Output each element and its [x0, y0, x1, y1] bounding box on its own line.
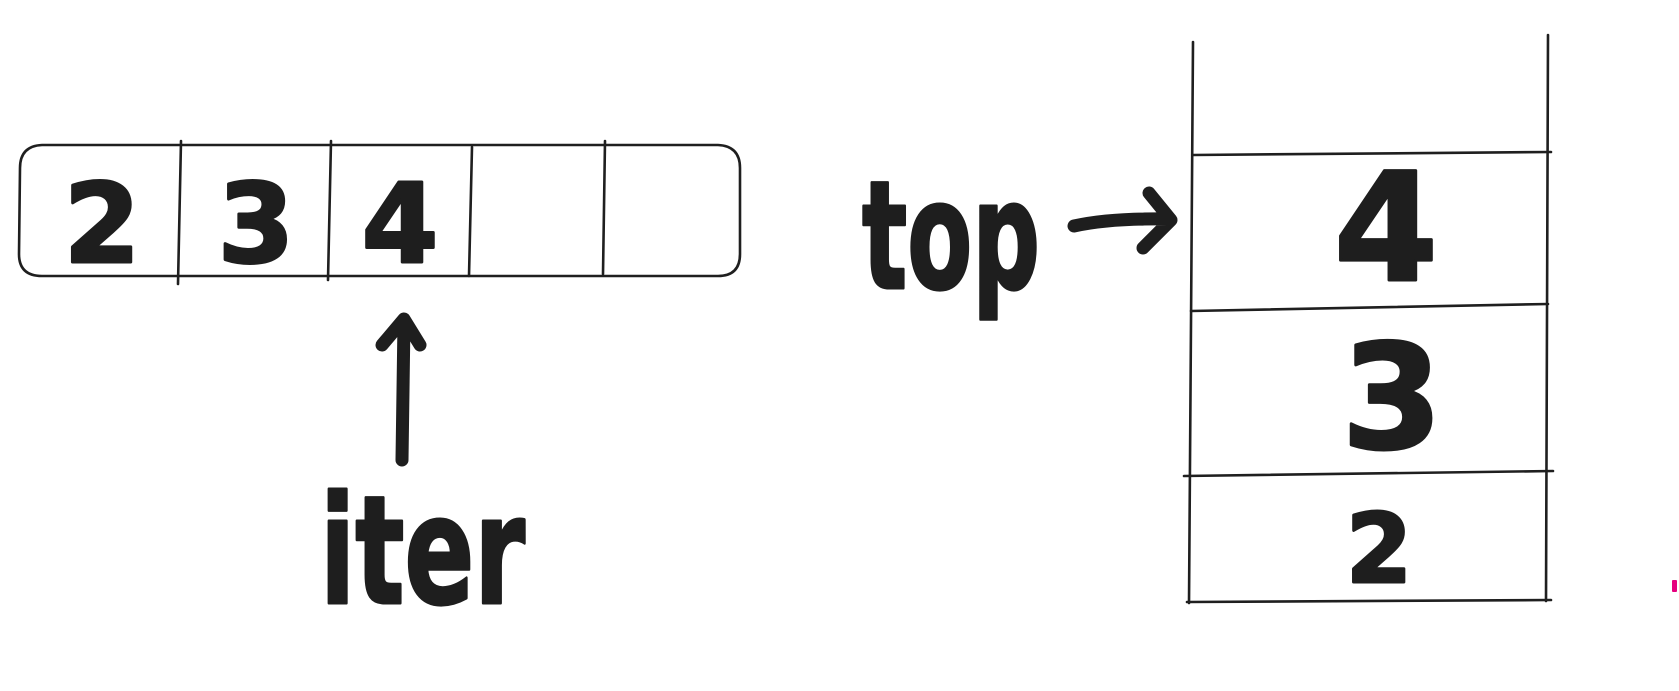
array-divider [467, 145, 474, 278]
array-cell-value: 4 [362, 160, 439, 288]
top-arrow [1067, 186, 1178, 255]
array-divider [326, 139, 333, 282]
array-cell-value: 3 [218, 160, 295, 288]
stack-bottom [1185, 598, 1553, 604]
stack-cell-value: 2 [1346, 495, 1412, 605]
stack-divider [1182, 469, 1555, 478]
array-cell-value: 2 [64, 160, 141, 288]
iter-label: iter [320, 465, 525, 639]
array-outline [17, 143, 742, 278]
iter-arrow [375, 312, 427, 467]
top-label: top [862, 150, 1040, 324]
stack-divider [1191, 150, 1553, 157]
array-divider [601, 139, 607, 276]
pink-mark [1672, 580, 1677, 592]
top-pointer: top [861, 149, 1178, 326]
stack-cell-value: 3 [1342, 314, 1443, 483]
array-divider [176, 139, 183, 286]
stack-cell-value: 4 [1334, 142, 1438, 316]
stack-right-wall [1544, 33, 1550, 603]
stack: 4 3 2 [1182, 33, 1555, 607]
array: 2 3 4 [17, 139, 742, 290]
stack-left-wall [1187, 40, 1195, 605]
stack-divider [1189, 302, 1550, 313]
iter-pointer: iter [319, 312, 527, 641]
